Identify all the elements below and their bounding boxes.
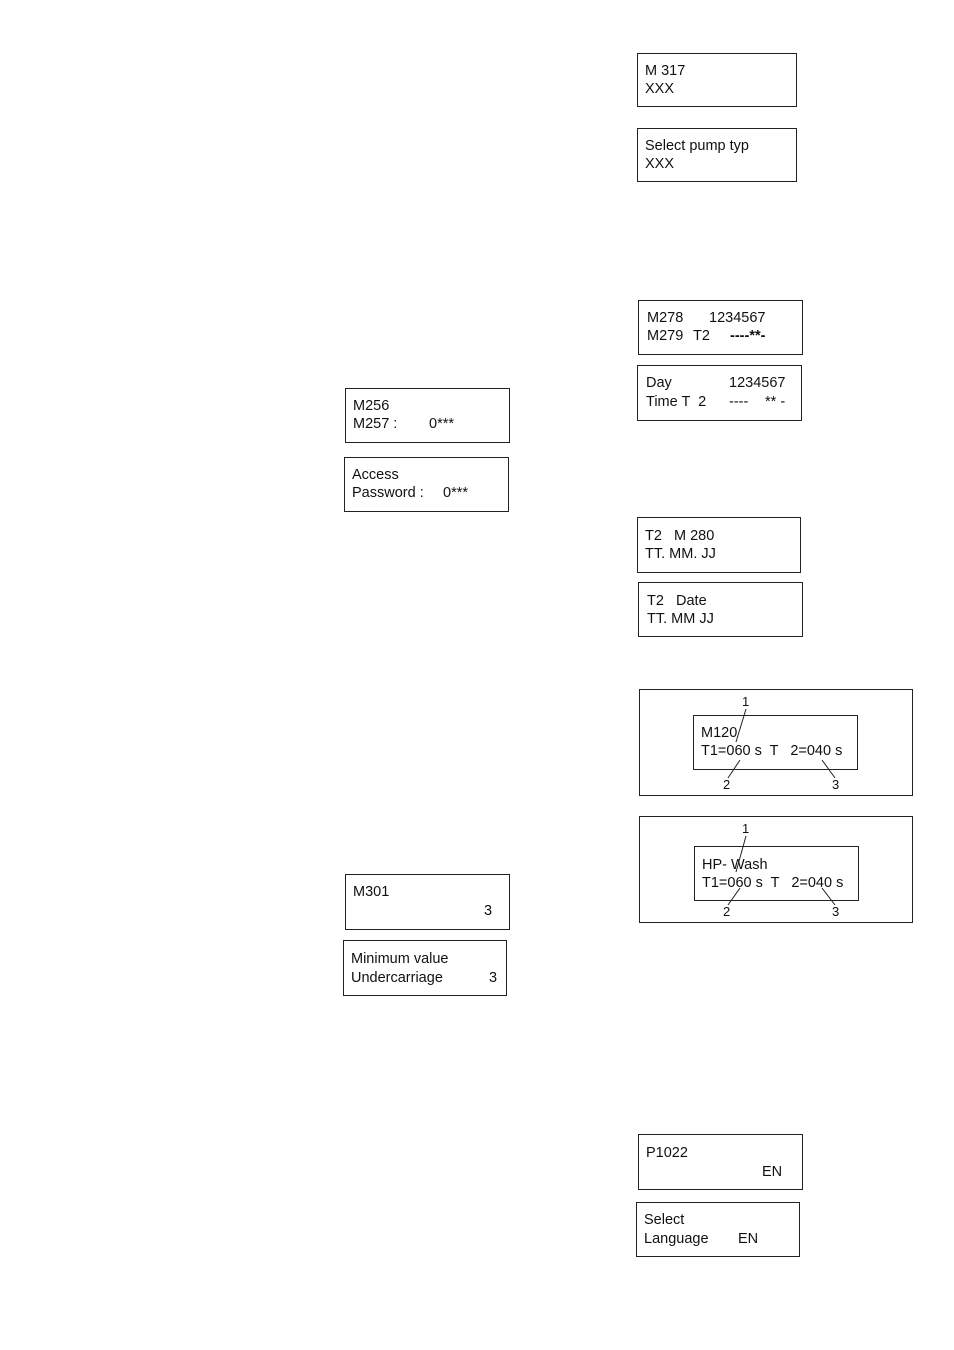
t2-m280-line1: T2 M 280: [645, 528, 715, 544]
m120-callout-1: 1: [742, 694, 750, 709]
m301-value: 3: [484, 903, 493, 919]
m120-callout-3: 3: [832, 777, 840, 792]
t2-m280-line2: TT. MM. JJ: [645, 546, 716, 562]
day-time-display: Day 1234567 Time T 2 ---- ** -: [637, 365, 802, 421]
time-t2-label: Time T 2: [646, 394, 707, 410]
p1022-display: P1022 EN: [638, 1134, 803, 1190]
m317-line2: XXX: [645, 81, 675, 97]
time-dashes: ----: [729, 394, 749, 410]
select-pump-line1: Select pump typ: [645, 138, 749, 154]
m256-display: M256 M257 : 0***: [345, 388, 510, 443]
hp-wash-display: HP- Wash T1=060 s T 2=040 s: [694, 846, 859, 901]
p1022-line1: P1022: [646, 1145, 688, 1161]
hp-wash-callout-2: 2: [723, 904, 731, 919]
m279-pattern: ----**-: [730, 328, 766, 344]
min-value-line2-label: Undercarriage: [351, 970, 443, 986]
time-stars: ** -: [765, 394, 786, 410]
m301-display: M301 3: [345, 874, 510, 930]
hp-wash-line1: HP- Wash: [702, 857, 768, 873]
t2-date-line2: TT. MM JJ: [647, 611, 714, 627]
m120-line2: T1=060 s T 2=040 s: [701, 743, 843, 759]
select-language-display: Select Language EN: [636, 1202, 800, 1257]
m256-line2-label: M257 :: [353, 416, 398, 432]
select-pump-line2: XXX: [645, 156, 675, 172]
m279-t2: T2: [693, 328, 710, 344]
select-pump-display: Select pump typ XXX: [637, 128, 797, 182]
m317-line1: M 317: [645, 63, 686, 79]
m317-display: M 317 XXX: [637, 53, 797, 107]
hp-wash-line2: T1=060 s T 2=040 s: [702, 875, 844, 891]
m278-code: M278: [647, 310, 684, 326]
hp-wash-callout-3: 3: [832, 904, 840, 919]
select-language-line2-value: EN: [738, 1231, 759, 1247]
m278-days: 1234567: [709, 310, 766, 326]
m256-line1: M256: [353, 398, 390, 414]
select-language-line2-label: Language: [644, 1231, 709, 1247]
m120-display: M120 T1=060 s T 2=040 s: [693, 715, 858, 770]
access-line2-label: Password :: [352, 485, 424, 501]
p1022-value: EN: [762, 1164, 783, 1180]
min-value-line1: Minimum value: [351, 951, 449, 967]
m256-line2-value: 0***: [429, 416, 454, 432]
m301-line1: M301: [353, 884, 390, 900]
hp-wash-callout-1: 1: [742, 821, 750, 836]
min-value-line2-value: 3: [489, 970, 498, 986]
m279-code: M279: [647, 328, 684, 344]
select-language-line1: Select: [644, 1212, 685, 1228]
access-password-display: Access Password : 0***: [344, 457, 509, 512]
day-label: Day: [646, 375, 672, 391]
m120-callout-2: 2: [723, 777, 731, 792]
minimum-value-display: Minimum value Undercarriage 3: [343, 940, 507, 996]
day-days: 1234567: [729, 375, 786, 391]
t2-date-display: T2 Date TT. MM JJ: [638, 582, 803, 637]
t2-m280-display: T2 M 280 TT. MM. JJ: [637, 517, 801, 573]
access-line2-value: 0***: [443, 485, 468, 501]
m120-line1: M120: [701, 725, 738, 741]
m278-m279-display: M278 1234567 M279 T2 ----**-: [638, 300, 803, 355]
t2-date-line1: T2 Date: [647, 593, 707, 609]
access-line1: Access: [352, 467, 399, 483]
